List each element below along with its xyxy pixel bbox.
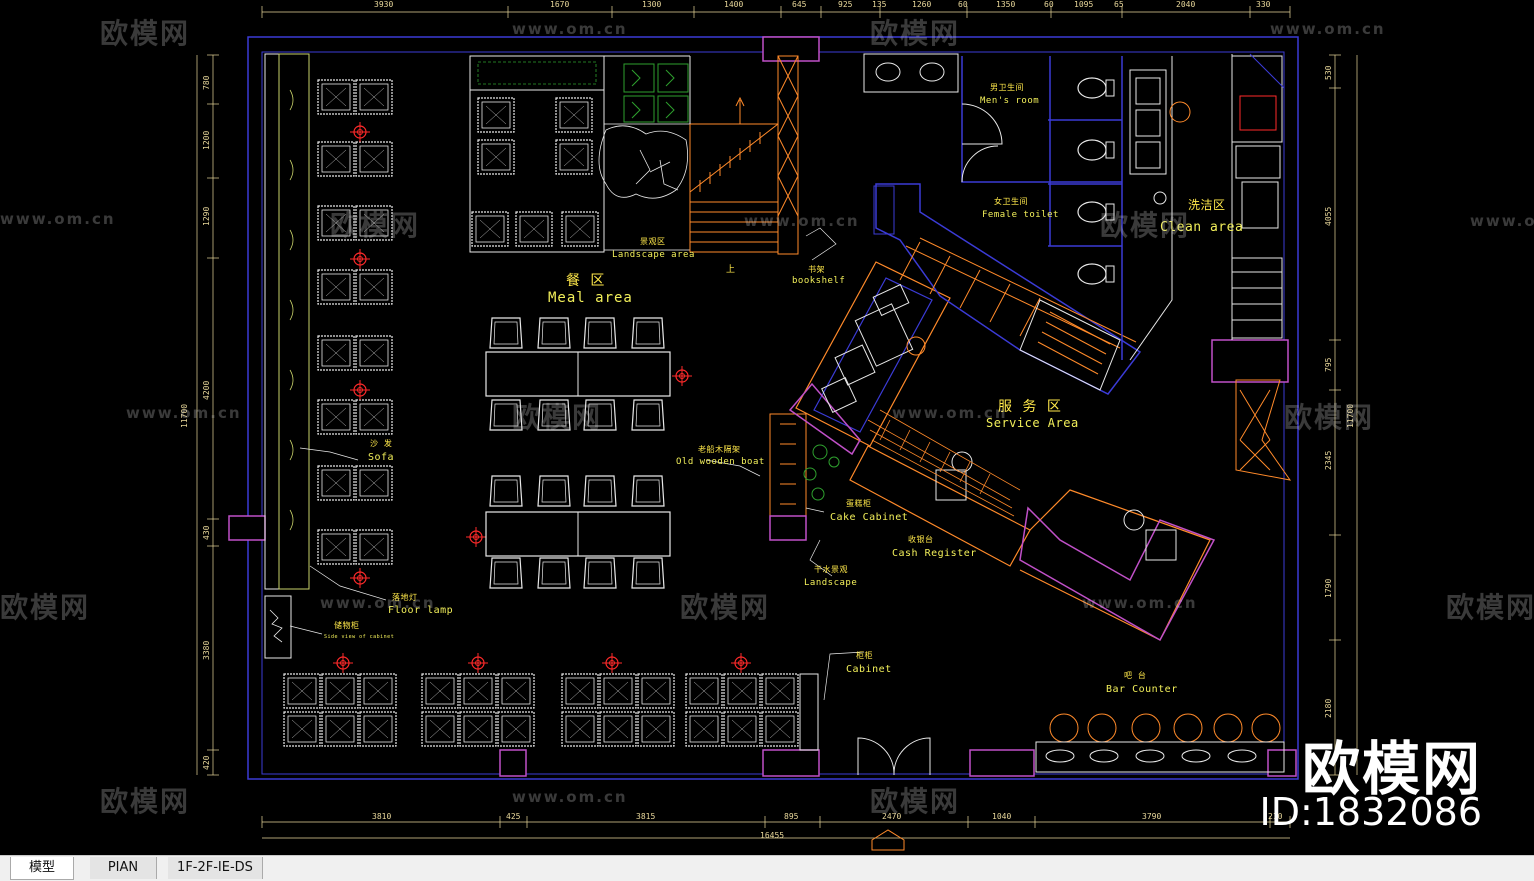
cabinet-label: Cabinet (846, 664, 892, 675)
landscape-area-label: Landscape area (612, 250, 695, 260)
dim-left-7: 420 (202, 755, 211, 770)
dim-top-2: 1670 (550, 0, 570, 9)
old-wooden-boat-label: Old wooden boat (676, 457, 765, 467)
cash-register-label-zh: 收银台 (908, 535, 934, 544)
clean-area-label-zh: 洗洁区 (1188, 198, 1226, 212)
meal-area-label: Meal area (548, 290, 633, 306)
dim-left-1: 780 (202, 75, 211, 90)
dim-top-12: 1095 (1074, 0, 1094, 9)
dim-top-13: 65 (1114, 0, 1124, 9)
watermark-logo: 欧模网 (0, 591, 91, 624)
watermark-site: www.om.cn (1270, 20, 1386, 38)
female-toilet-label: Female toilet (982, 210, 1059, 220)
watermark-logo: 欧模网 (100, 785, 191, 818)
cake-cabinet-label-zh: 蛋糕柜 (846, 499, 872, 508)
dim-left-4: 4200 (202, 380, 211, 400)
dim-bottom-5: 2470 (882, 812, 902, 821)
dim-right-2: 4055 (1324, 206, 1333, 226)
bar-counter-label-zh: 吧 台 (1124, 671, 1147, 680)
watermark-logo: 欧模网 (1100, 209, 1191, 242)
dim-bottom-4: 895 (784, 812, 799, 821)
dim-top-3: 1300 (642, 0, 662, 9)
mens-room-label: Men's room (980, 96, 1040, 106)
dim-left-2: 1200 (202, 130, 211, 150)
brand-id: ID:1832086 (1259, 790, 1482, 834)
dim-total: 16455 (760, 831, 785, 840)
dim-right-1: 530 (1324, 65, 1333, 80)
female-toilet-label-zh: 女卫生间 (994, 197, 1028, 206)
dim-bottom-7: 3790 (1142, 812, 1162, 821)
dim-top-14: 2040 (1176, 0, 1196, 9)
watermark-logo: 欧模网 (680, 591, 771, 624)
dim-top-7: 135 (872, 0, 887, 9)
old-wooden-boat-label-zh: 老船木隔架 (698, 445, 741, 454)
dim-left-3: 1290 (202, 206, 211, 226)
dim-left-6: 3380 (202, 640, 211, 660)
service-area-label-zh: 服 务 区 (998, 399, 1062, 415)
dim-bottom-8: 210 (1268, 812, 1283, 821)
side-cabinet-label-zh: 储物柜 (334, 621, 360, 630)
watermark-site: www.om.cn (1082, 594, 1198, 612)
sofa-label: Sofa (368, 452, 395, 463)
mens-room-label-zh: 男卫生间 (990, 83, 1024, 92)
floor-lamp-label: Floor lamp (388, 605, 454, 616)
bookshelf-label-zh: 书架 (808, 265, 825, 274)
tab-pian[interactable]: PIAN (90, 857, 157, 879)
dim-right-6: 2180 (1324, 698, 1333, 718)
layout-tab-bar: 模型 PIAN 1F-2F-IE-DS (0, 855, 1534, 881)
watermark-site: www.om.cn (512, 788, 628, 806)
watermark-site: www.om.cn (0, 210, 116, 228)
meal-area-label-zh: 餐 区 (566, 273, 606, 289)
watermark-logo: 欧模网 (1446, 591, 1534, 624)
cash-register-label: Cash Register (892, 548, 977, 559)
dim-left-5: 430 (202, 525, 211, 540)
cabinet-label-zh: 柜柜 (856, 651, 873, 660)
watermark-site: www.om.cn (744, 212, 860, 230)
bar-counter-label: Bar Counter (1106, 684, 1178, 695)
tab-model[interactable]: 模型 (10, 857, 74, 880)
dim-bottom-2: 425 (506, 812, 521, 821)
bookshelf-label: bookshelf (792, 276, 846, 286)
dim-top-1: 3930 (374, 0, 394, 9)
watermark-site: www.om.cn (320, 594, 436, 612)
watermark-logo: 欧模网 (330, 209, 421, 242)
watermark-site: www.om.cn (892, 404, 1008, 422)
clean-area-label: Clean area (1160, 220, 1244, 235)
dim-right-4: 2345 (1324, 450, 1333, 470)
landscape-area-label-zh: 景观区 (640, 237, 666, 246)
sofa-label-zh: 沙 发 (370, 439, 393, 448)
landscape-label: Landscape (804, 578, 858, 588)
service-area-label: Service Area (986, 416, 1079, 430)
cake-cabinet-label: Cake Cabinet (830, 512, 909, 523)
watermark-logo: 欧模网 (870, 785, 961, 818)
watermark-logo: 欧模网 (100, 17, 191, 50)
landscape-label-zh: 干水景观 (814, 565, 848, 574)
stairs-up-label: 上 (726, 265, 736, 275)
dim-right-3: 795 (1324, 357, 1333, 372)
watermark-logo: 欧模网 (1284, 401, 1375, 434)
dim-bottom-3: 3815 (636, 812, 656, 821)
dim-top-6: 925 (838, 0, 853, 9)
brand-name: 欧模网 (1301, 735, 1482, 803)
dim-top-9: 60 (958, 0, 968, 9)
floor-lamp-label-zh: 落地灯 (392, 593, 418, 602)
tab-1f-2f-ie-ds[interactable]: 1F-2F-IE-DS (168, 857, 263, 879)
watermark-logo: 欧模网 (870, 17, 961, 50)
dim-bottom-1: 3810 (372, 812, 392, 821)
dim-top-4: 1400 (724, 0, 744, 9)
dim-bottom-6: 1040 (992, 812, 1012, 821)
dim-right-5: 1790 (1324, 578, 1333, 598)
watermark-site: www.om.cn (512, 20, 628, 38)
watermark-site: www.om.cn (126, 404, 242, 422)
dim-top-5: 645 (792, 0, 807, 9)
cad-drawing-canvas[interactable]: 餐 区 Meal area 景观区 Landscape area 上 书架 bo… (0, 0, 1534, 855)
dim-top-10: 1350 (996, 0, 1016, 9)
dim-top-11: 60 (1044, 0, 1054, 9)
dim-top-8: 1260 (912, 0, 932, 9)
watermark-logo: 欧模网 (512, 401, 603, 434)
side-cabinet-label: Side view of cabinet (324, 634, 395, 640)
watermark-site: www.om.cn (1470, 212, 1534, 230)
floor-plan-svg (196, 6, 1358, 851)
dim-top-15: 330 (1256, 0, 1271, 9)
